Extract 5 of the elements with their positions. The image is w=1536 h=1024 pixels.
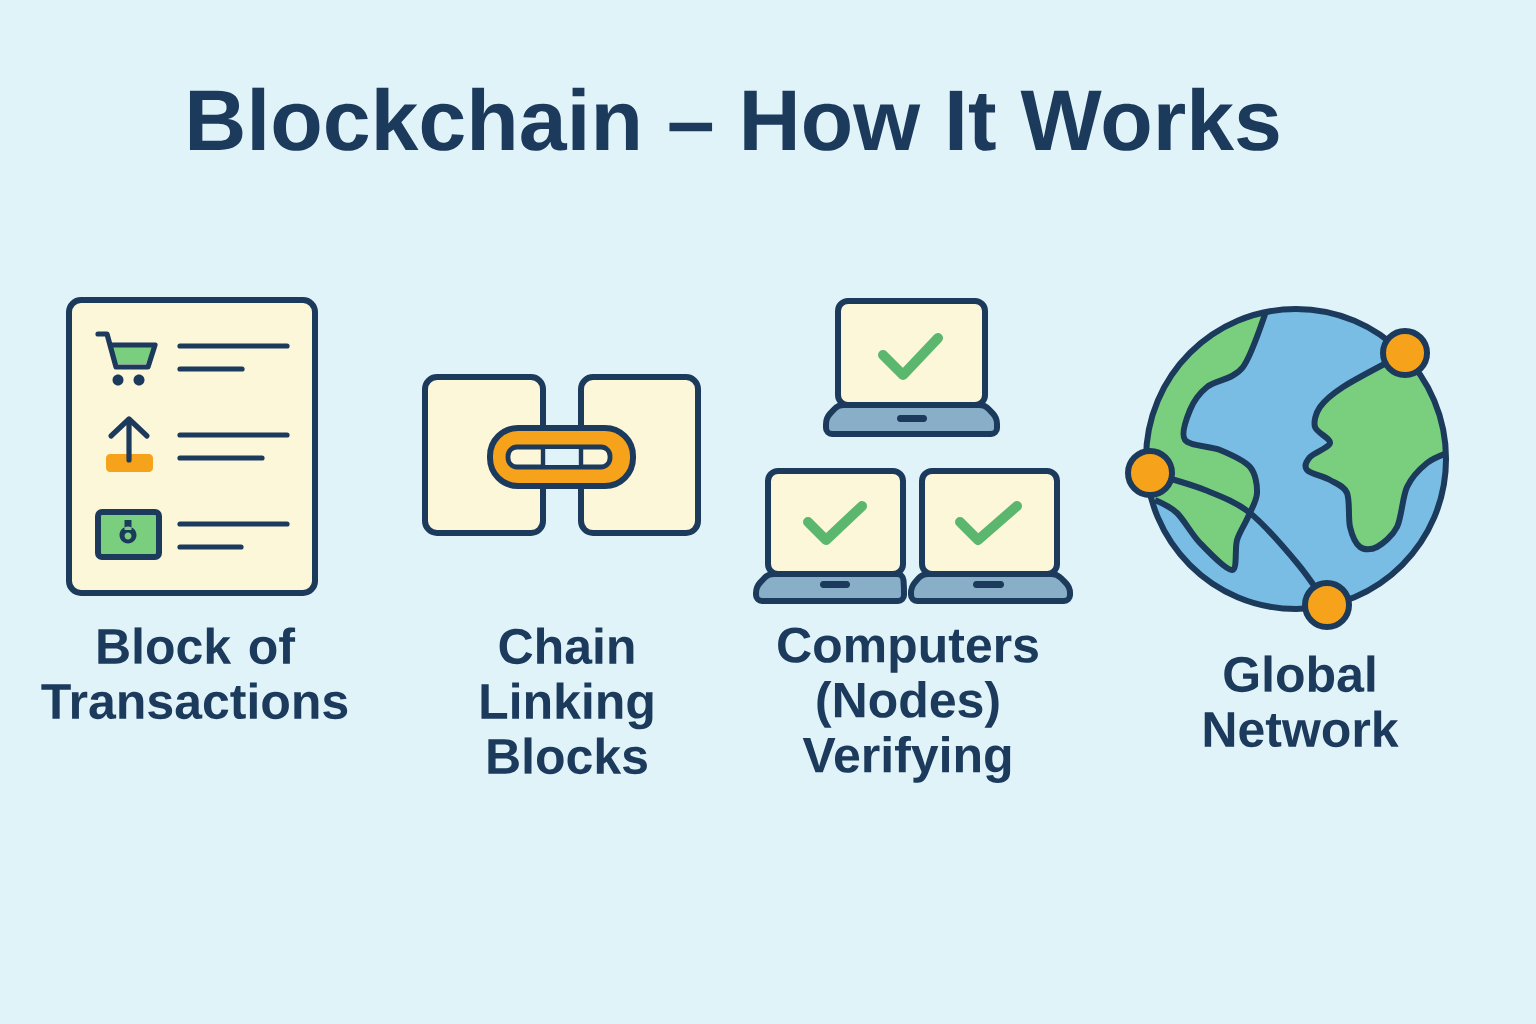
caption: Block of Transactions [41,627,348,720]
caption: Global Network [1204,655,1399,748]
title: Blockchain – How It Works [189,87,1279,151]
caption: Chain Linking Blocks [481,627,653,775]
caption: Computers (Nodes) Verifying [778,627,1038,783]
